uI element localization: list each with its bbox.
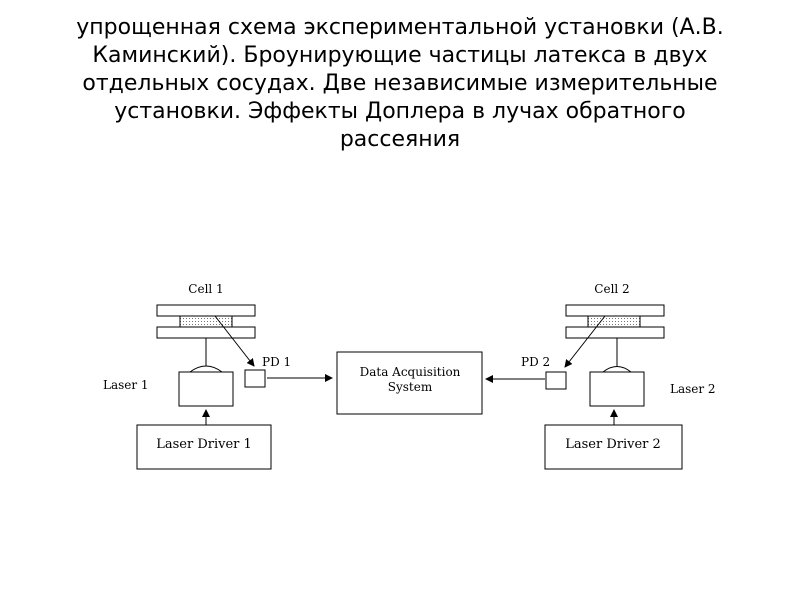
photodiode-2 [545, 371, 567, 390]
setup-left: Cell 1 Laser 1 PD 1 Laser Driver 1 [103, 282, 333, 470]
data-acquisition-system: Data Acquisition System [336, 351, 483, 415]
title-line-1: упрощенная схема экспериментальной устан… [76, 15, 724, 40]
laser-driver-1-box [136, 424, 272, 470]
laser-1-beams [205, 315, 255, 367]
setup-right: Cell 2 Laser 2 PD 2 Laser Driver 2 [485, 282, 716, 470]
laser-driver-2-box [544, 424, 683, 470]
laser-2-label: Laser 2 [670, 382, 716, 396]
pd-1-label: PD 1 [262, 355, 291, 369]
cell-1-label: Cell 1 [188, 282, 223, 296]
photodiode-1 [244, 369, 266, 388]
title-line-4: установки. Эффекты Доплера в лучах обрат… [114, 99, 686, 124]
title-line-2: Каминский). Броунирующие частицы латекса… [92, 43, 708, 68]
laser-2 [589, 366, 645, 407]
laser-1-label: Laser 1 [103, 378, 149, 392]
laser-1 [178, 365, 234, 407]
cell-2 [565, 304, 665, 339]
title-line-3: отдельных сосудах. Две независимые измер… [82, 71, 718, 96]
pd-2-label: PD 2 [521, 355, 550, 369]
daq-label-line-2: System [388, 380, 433, 394]
cell-2-label: Cell 2 [594, 282, 629, 296]
cell-1 [156, 304, 256, 339]
laser-driver-1-label: Laser Driver 1 [156, 437, 252, 452]
title-line-5: рассеяния [339, 127, 461, 152]
slide-title: упрощенная схема экспериментальной устан… [40, 14, 760, 154]
laser-driver-2-label: Laser Driver 2 [565, 437, 661, 452]
laser-2-beams [564, 315, 618, 368]
daq-label-line-1: Data Acquisition [360, 365, 461, 379]
